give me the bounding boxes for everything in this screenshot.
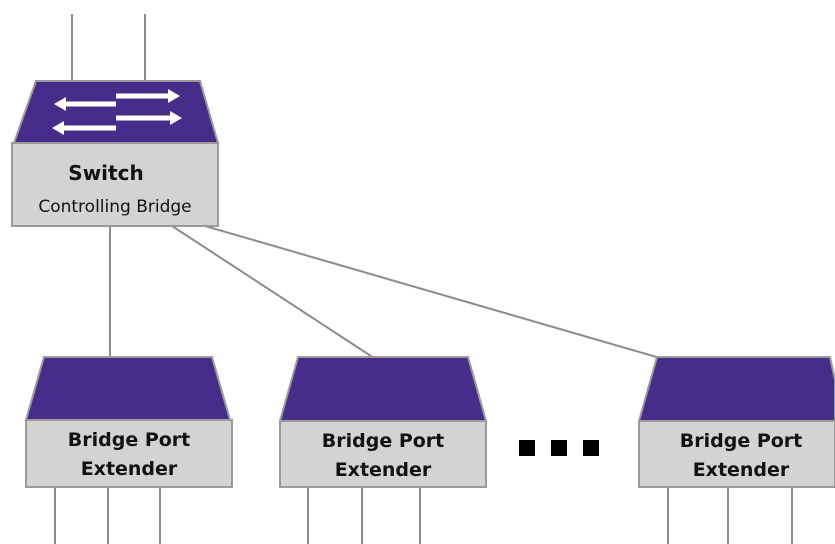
switch-to-extender-2-link xyxy=(171,225,375,359)
switch-subtitle: Controlling Bridge xyxy=(38,197,191,217)
extender-label-line1: Bridge Port xyxy=(322,430,445,452)
switch-body xyxy=(11,142,219,227)
extender-label-line1: Bridge Port xyxy=(680,430,803,452)
extender-node-3: Bridge Port Extender xyxy=(637,356,835,488)
extender-top xyxy=(637,356,835,422)
switch-top xyxy=(12,80,220,144)
extender-node-1: Bridge Port Extender xyxy=(24,356,233,488)
extender-body xyxy=(25,419,233,488)
bidirectional-arrows-icon xyxy=(52,89,182,135)
extender-body xyxy=(279,420,487,488)
extender-label-line2: Extender xyxy=(335,459,432,481)
extender-label-line1: Bridge Port xyxy=(68,429,191,451)
ellipsis-dots-icon xyxy=(519,440,599,456)
extender-label-line2: Extender xyxy=(81,458,178,480)
switch-to-extender-3-link xyxy=(204,225,661,359)
extender-top xyxy=(24,356,232,421)
extender-top xyxy=(278,356,488,422)
extender-node-2: Bridge Port Extender xyxy=(278,356,488,488)
switch-node: Switch Controlling Bridge xyxy=(11,80,220,227)
extender-label-line2: Extender xyxy=(693,459,790,481)
switch-title: Switch xyxy=(68,161,143,185)
extender-body xyxy=(638,420,835,488)
connections xyxy=(54,14,793,544)
